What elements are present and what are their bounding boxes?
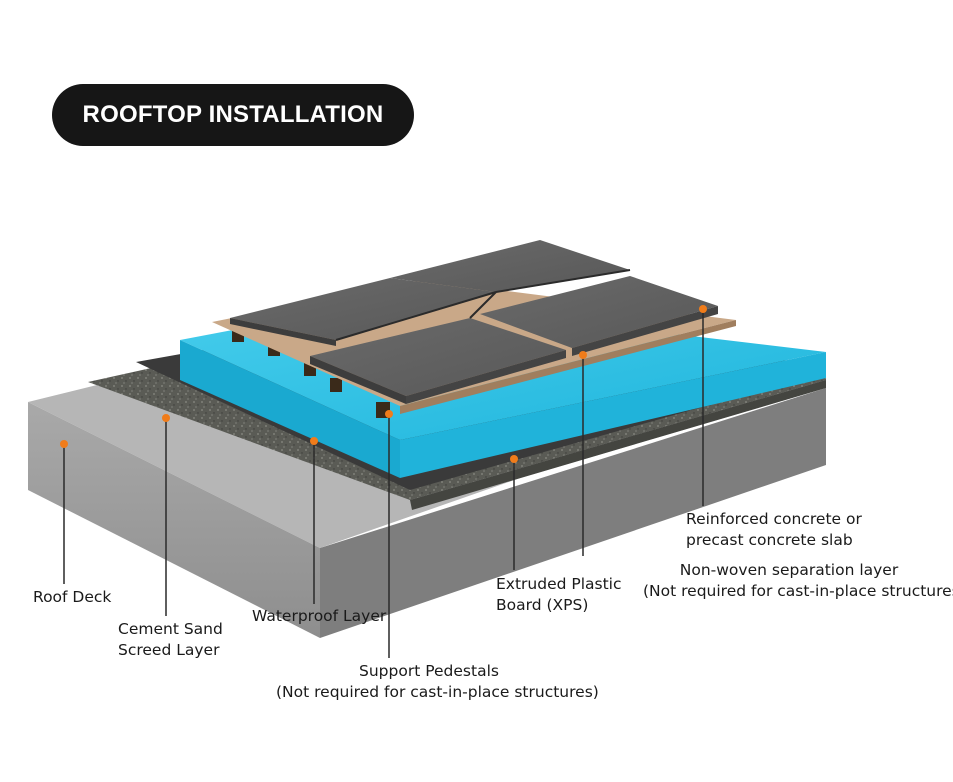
page-title: ROOFTOP INSTALLATION STEPS bbox=[82, 101, 384, 190]
dot-pedestals bbox=[385, 410, 393, 418]
label-waterproof: Waterproof Layer bbox=[252, 607, 387, 625]
dot-roof-deck bbox=[60, 440, 68, 448]
label-cement-screed: Cement Sand Screed Layer bbox=[118, 620, 223, 659]
label-xps: Extruded Plastic Board (XPS) bbox=[496, 575, 622, 614]
concrete-slabs bbox=[230, 240, 718, 404]
label-support-pedestals: Support Pedestals (Not required for cast… bbox=[276, 662, 599, 701]
label-roof-deck: Roof Deck bbox=[33, 588, 112, 606]
title-badge: ROOFTOP INSTALLATION STEPS bbox=[52, 84, 414, 190]
dot-slab bbox=[699, 305, 707, 313]
label-concrete-slab: Reinforced concrete or precast concrete … bbox=[686, 510, 862, 549]
leader-lines bbox=[63, 309, 704, 658]
label-nonwoven: Non-woven separation layer (Not required… bbox=[643, 561, 953, 600]
dot-waterproof bbox=[310, 437, 318, 445]
dot-cement-screed bbox=[162, 414, 170, 422]
dot-nonwoven bbox=[579, 351, 587, 359]
leader-dots bbox=[60, 305, 707, 463]
dot-xps bbox=[510, 455, 518, 463]
